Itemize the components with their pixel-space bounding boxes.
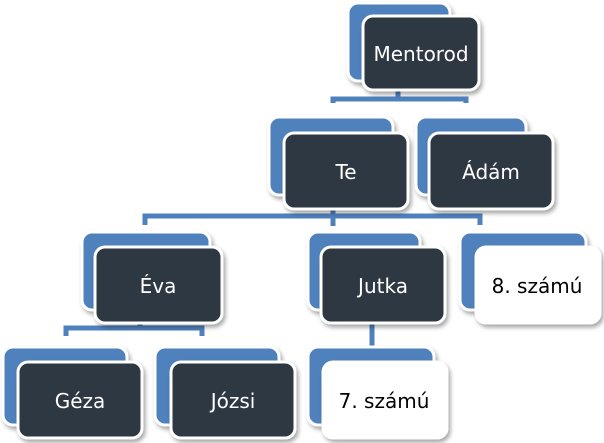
- node-adam: Ádám: [414, 115, 555, 211]
- node-label: 7. számú: [339, 389, 430, 413]
- node-label: Éva: [140, 274, 177, 298]
- node-label: Te: [334, 160, 356, 184]
- node-front-shape: [282, 131, 410, 211]
- node-front-shape: [427, 131, 555, 211]
- node-front-shape: [169, 360, 297, 440]
- connector-mentorod-children: [330, 96, 469, 103]
- node-te: Te: [267, 115, 410, 211]
- node-mentorod: Mentorod: [346, 1, 481, 92]
- connector-te-children: [142, 213, 483, 225]
- node-label: Jutka: [356, 274, 408, 298]
- node-label: Ádám: [462, 160, 520, 184]
- node-front-shape: [474, 245, 602, 325]
- node-label: Józsi: [209, 389, 256, 413]
- node-eva: Éva: [80, 230, 224, 325]
- node-geza: Géza: [1, 345, 144, 440]
- node-jozsi: Józsi: [153, 345, 297, 440]
- node-front-shape: [93, 245, 224, 325]
- node-szamu-8: 8. számú: [458, 230, 602, 325]
- connector-eva-children: [63, 325, 205, 336]
- node-front-shape: [321, 360, 449, 440]
- node-front-shape: [361, 14, 481, 92]
- node-szamu-7: 7. számú: [306, 345, 449, 440]
- node-jutka: Jutka: [306, 230, 447, 325]
- node-label: Géza: [55, 389, 106, 413]
- node-front-shape: [16, 360, 144, 440]
- node-label: 8. számú: [492, 274, 583, 298]
- node-front-shape: [319, 245, 447, 325]
- node-label: Mentorod: [373, 42, 468, 66]
